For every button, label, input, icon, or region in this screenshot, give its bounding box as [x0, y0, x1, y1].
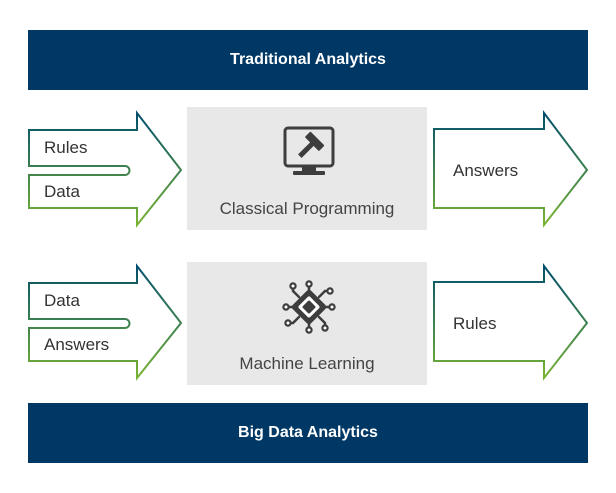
process-label-machine-learning: Machine Learning — [239, 354, 375, 373]
output-arrow-row-1 — [433, 110, 589, 228]
row-1-input-1: Rules — [44, 138, 88, 157]
row-2-output: Rules — [453, 314, 497, 333]
row-2-input-1: Data — [44, 291, 80, 310]
footer-title: Big Data Analytics — [238, 424, 378, 441]
row-1-output: Answers — [453, 161, 519, 180]
header-banner: Traditional Analytics — [28, 30, 588, 90]
circuit-chip-icon — [282, 280, 336, 334]
process-box-classical-programming: Classical Programming — [187, 107, 427, 230]
process-label-classical-programming: Classical Programming — [219, 199, 395, 218]
input-arrow-row-1 — [28, 110, 183, 228]
output-arrow-row-2 — [433, 263, 589, 381]
footer-banner: Big Data Analytics — [28, 403, 588, 463]
process-box-machine-learning: Machine Learning — [187, 262, 427, 385]
computer-hammer-icon — [283, 126, 335, 175]
row-2-input-2: Answers — [44, 335, 110, 354]
input-arrow-row-2 — [28, 263, 183, 381]
header-title: Traditional Analytics — [230, 51, 386, 68]
row-1-input-2: Data — [44, 182, 80, 201]
